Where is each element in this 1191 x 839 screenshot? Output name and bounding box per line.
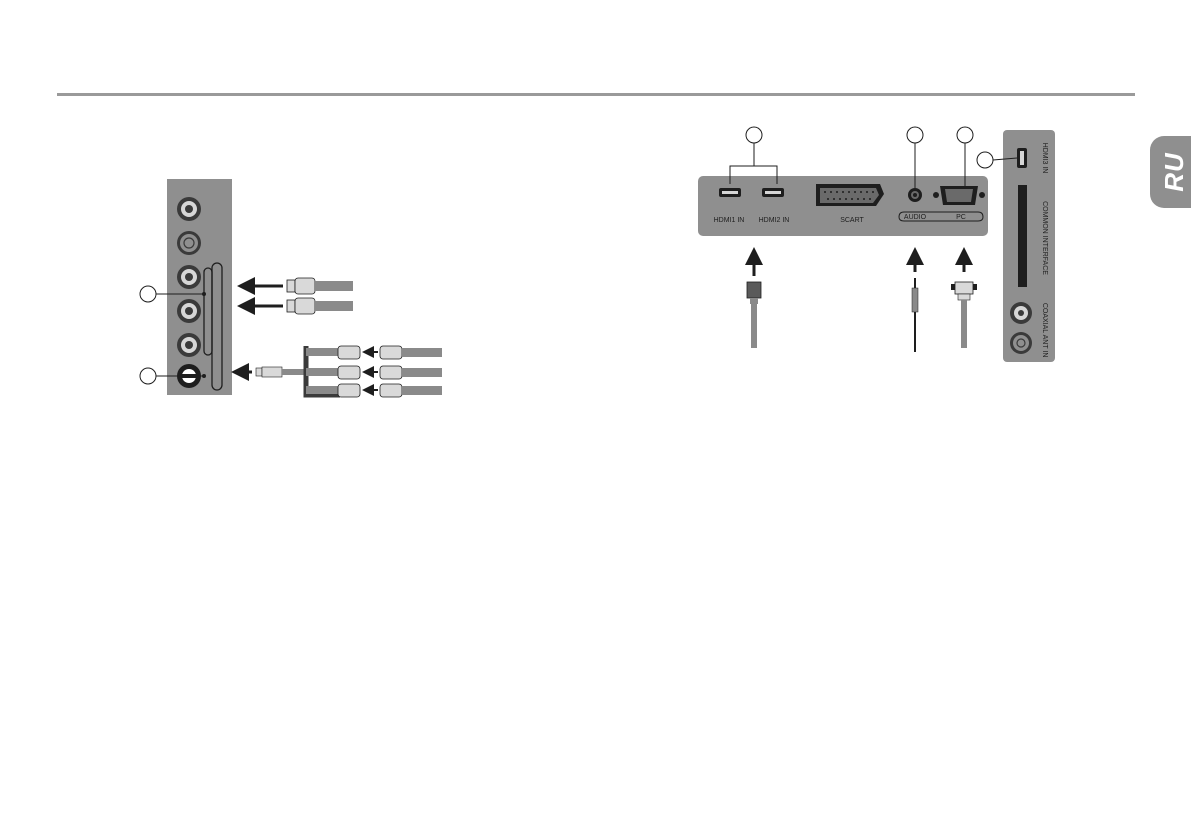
audio-port-icon	[908, 188, 922, 202]
audio-label: AUDIO	[904, 214, 927, 221]
hdmi1-label: HDMI1 IN	[714, 217, 745, 224]
jack-headphone	[177, 231, 201, 255]
pc-label: PC	[956, 214, 966, 221]
callout-1-left	[139, 285, 206, 303]
common-interface-label: COMMON INTERFACE	[1041, 201, 1048, 275]
hdmi3-port-icon	[1017, 148, 1027, 168]
rear-panel: HDMI1 IN HDMI2 IN SCART	[698, 176, 988, 236]
coaxial-port-icon	[1010, 302, 1032, 324]
side-panel: HDMI3 IN COMMON INTERFACE COAXIAL ANT IN	[1003, 130, 1055, 362]
language-tab[interactable]: RU	[1150, 136, 1191, 208]
hdmi2-port-icon	[762, 188, 784, 197]
header-rule	[57, 93, 1135, 96]
hdmi3-label: HDMI3 IN	[1041, 143, 1048, 174]
ant-in-label: ANT IN	[1041, 335, 1048, 358]
coaxial-label: COAXIAL	[1041, 303, 1048, 333]
callout-hdmi-group	[729, 126, 778, 184]
jack-audio-1	[177, 265, 201, 289]
callout-audio	[906, 126, 924, 188]
group-bracket-av	[211, 262, 223, 391]
av-side-panel	[167, 179, 232, 395]
callout-2-left	[139, 367, 206, 385]
av-adapter-cable	[231, 346, 340, 398]
vga-cable	[951, 247, 977, 348]
jack-audio-3	[177, 333, 201, 357]
rca-cable-1	[237, 277, 353, 295]
scart-label: SCART	[840, 217, 864, 224]
callout-pc	[956, 126, 974, 188]
composite-plug-row-1	[337, 345, 442, 360]
callout-hdmi3	[976, 151, 1018, 169]
rca-cable-2	[237, 297, 353, 315]
composite-plugs	[337, 345, 442, 398]
composite-plug-row-2	[337, 365, 442, 380]
composite-plug-row-3	[337, 383, 442, 398]
common-interface-slot	[1018, 185, 1027, 287]
hdmi-cable	[745, 247, 763, 348]
antenna-port-icon	[1010, 332, 1032, 354]
pc-vga-port-icon	[933, 186, 985, 205]
jack-top	[177, 197, 201, 221]
audio-pc-bracket	[898, 211, 984, 222]
hdmi2-label: HDMI2 IN	[759, 217, 790, 224]
scart-port-icon	[816, 184, 884, 206]
jack-audio-2	[177, 299, 201, 323]
hdmi1-port-icon	[719, 188, 741, 197]
audio-cable	[906, 247, 924, 352]
